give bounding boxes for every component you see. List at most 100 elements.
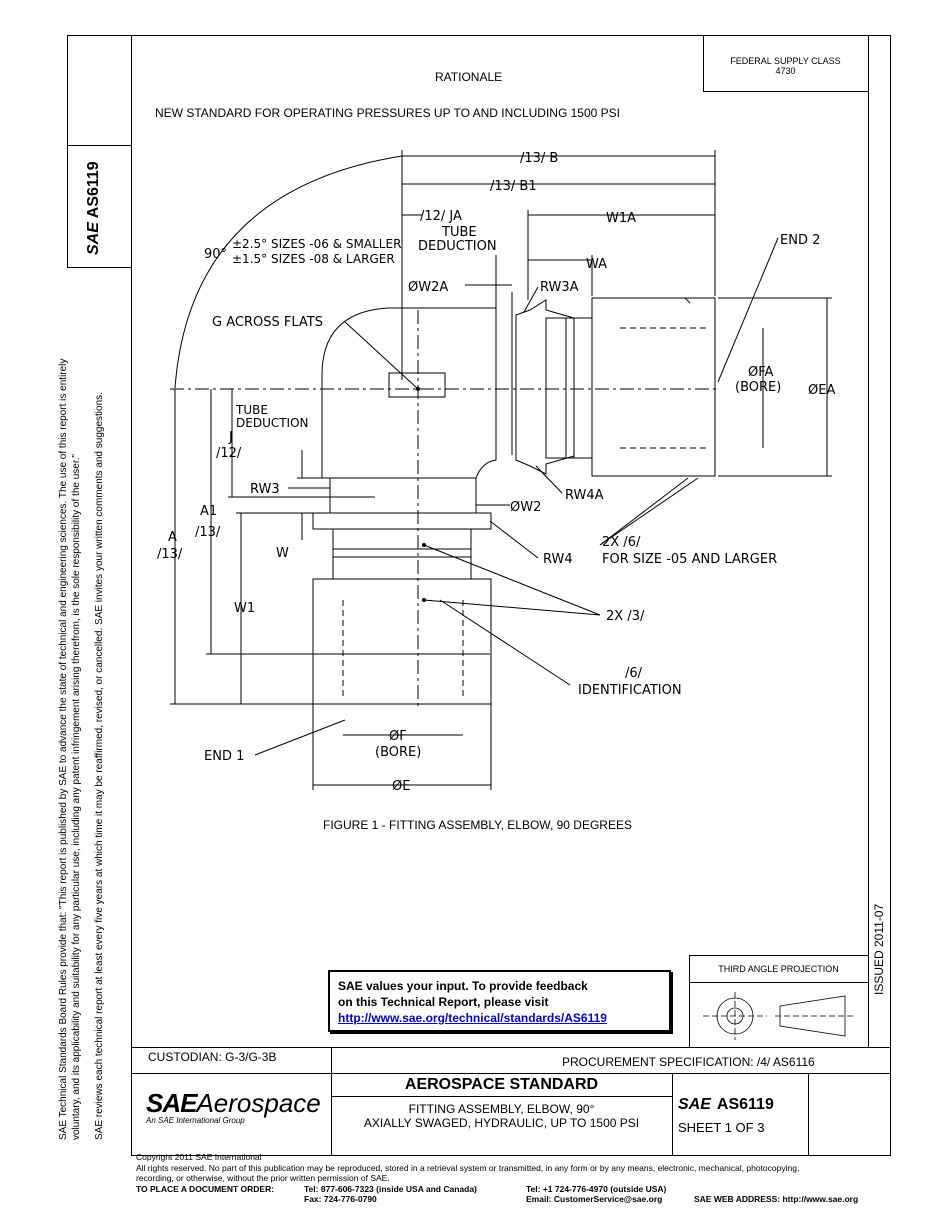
label-w2a: ØW2A (408, 280, 448, 295)
label-rw3a: RW3A (540, 280, 579, 295)
feedback-line1: SAE values your input. To provide feedba… (338, 979, 588, 993)
leader-2x3 (423, 544, 601, 616)
doc-description-1: FITTING ASSEMBLY, ELBOW, 90° (408, 1102, 595, 1116)
title-block-top-line (131, 1047, 891, 1048)
border-left (67, 35, 68, 267)
projection-box (689, 955, 869, 1048)
label-a: A (168, 530, 177, 545)
title-block-doc-divider (672, 1073, 673, 1155)
label-b: /13/ B (520, 151, 558, 166)
feedback-line2: on this Technical Report, please visit (338, 995, 549, 1009)
side-rules-line2: voluntary, and its applicability and sui… (71, 454, 82, 1140)
label-j: J (228, 430, 233, 445)
sae-aerospace-logo: SAEAerospace An SAE International Group (146, 1088, 321, 1125)
custodian: CUSTODIAN: G-3/G-3B (148, 1050, 277, 1064)
label-rw3: RW3 (250, 482, 280, 497)
label-b1: /13/ B1 (490, 179, 537, 194)
doc-number-block: SAE AS6119 (678, 1096, 774, 1114)
leader-rw3a (523, 286, 539, 313)
logo-sae: SAE (146, 1088, 197, 1118)
footer-email: Email: CustomerService@sae.org (526, 1194, 663, 1204)
border-right-outer (890, 35, 891, 1155)
end2-collar (545, 317, 593, 459)
label-e: ØE (392, 779, 410, 794)
label-a-13: /13/ (157, 547, 183, 562)
leader-end1 (254, 719, 346, 756)
angle-arc (174, 155, 403, 389)
center-dot-collar (422, 543, 426, 547)
side-doc-number-text: AS6119 (85, 161, 102, 219)
title-block-mid-line (131, 1073, 891, 1074)
end2-groove-top1 (684, 297, 691, 304)
footer-tel-inside: Tel: 877-606-7323 (inside USA and Canada… (304, 1183, 477, 1194)
leader-end2 (717, 237, 779, 383)
projection-title-divider (689, 982, 868, 983)
elbow-body (321, 307, 497, 479)
figure-caption: FIGURE 1 - FITTING ASSEMBLY, ELBOW, 90 D… (323, 818, 632, 832)
doc-number-box-top (67, 145, 131, 146)
logo-aerospace: Aerospace (196, 1088, 321, 1118)
doc-number-box-bottom (67, 267, 131, 268)
doc-description-2: AXIALLY SWAGED, HYDRAULIC, UP TO 1500 PS… (363, 1116, 640, 1130)
label-w: W (276, 546, 289, 561)
label-g-flats: G ACROSS FLATS (212, 315, 323, 330)
standard-title: AEROSPACE STANDARD (404, 1076, 599, 1093)
rationale-text: NEW STANDARD FOR OPERATING PRESSURES UP … (155, 106, 620, 120)
procurement-spec: PROCUREMENT SPECIFICATION: /4/ AS6116 (562, 1055, 815, 1069)
g-flats-mark (388, 372, 446, 398)
doc-sae-mark: SAE (678, 1096, 711, 1113)
leader-2x3-b (423, 599, 601, 616)
label-w1: W1 (234, 601, 255, 616)
label-2x6: 2X /6/ (602, 535, 641, 550)
fsc-value: 4730 (775, 66, 796, 76)
label-rw4a: RW4A (565, 488, 604, 503)
footer-order-row-2: Fax: 724-776-0790 Email: CustomerService… (136, 1194, 896, 1205)
border-right-inner (868, 35, 869, 1047)
fsc-box (703, 35, 869, 92)
technical-drawing: /13/ B /13/ B1 /12/ JA TUBE DEDUCTION W1… (157, 150, 835, 794)
label-tol2: ±1.5° SIZES -08 & LARGER (232, 252, 395, 266)
label-f: ØF (389, 729, 407, 744)
leader-6 (439, 599, 571, 686)
end1-collar (332, 528, 472, 580)
leader-g (344, 321, 419, 390)
label-ja: /12/ JA (420, 209, 462, 224)
label-fa: ØFA (748, 365, 774, 380)
border-left-lower (131, 35, 132, 1155)
doc-number: AS6119 (716, 1096, 774, 1113)
leader-rw4 (489, 520, 539, 559)
center-dot-g (416, 387, 420, 391)
label-tube-ded-top: TUBE (441, 225, 477, 240)
label-2x3: 2X /3/ (606, 609, 645, 624)
title-block-custodian-divider (331, 1073, 332, 1155)
end1-flange (312, 512, 492, 530)
feedback-link[interactable]: http://www.sae.org/technical/standards/A… (338, 1011, 607, 1025)
footer-rights-1: All rights reserved. No part of this pub… (136, 1162, 800, 1173)
label-ea: ØEA (808, 383, 835, 398)
label-rw4: RW4 (543, 552, 573, 567)
side-rules-line1: SAE Technical Standards Board Rules prov… (58, 358, 69, 1140)
label-angle: 90° (204, 247, 227, 262)
label-f-bore: (BORE) (375, 745, 421, 760)
leader-rw4a (535, 465, 563, 494)
end2-body (591, 297, 716, 477)
rationale-title: RATIONALE (435, 70, 503, 84)
projection-symbol (703, 992, 853, 1040)
label-tol1: ±2.5° SIZES -06 & SMALLER (232, 237, 401, 251)
label-w2: ØW2 (510, 500, 541, 515)
footer-order-row-1: TO PLACE A DOCUMENT ORDER: Tel: 877-606-… (136, 1184, 896, 1195)
projection-title: THIRD ANGLE PROJECTION (718, 964, 839, 974)
label-end2: END 2 (780, 233, 820, 248)
title-block-title-divider (331, 1096, 672, 1097)
side-rules-line3: SAE reviews each technical report at lea… (94, 392, 105, 1140)
title-block-proc-divider (331, 1047, 332, 1073)
title-block-bottom-line (131, 1155, 891, 1156)
footer-tel-outside: Tel: +1 724-776-4970 (outside USA) (526, 1183, 667, 1194)
footer-web: SAE WEB ADDRESS: http://www.sae.org (694, 1194, 859, 1204)
end1-body (312, 578, 492, 705)
border-top (67, 35, 891, 36)
title-block-right-divider (808, 1073, 809, 1155)
side-doc-number: SAE AS6119 (85, 161, 103, 255)
label-a1-13: /13/ (195, 525, 221, 540)
feedback-box: SAE values your input. To provide feedba… (328, 970, 671, 1032)
